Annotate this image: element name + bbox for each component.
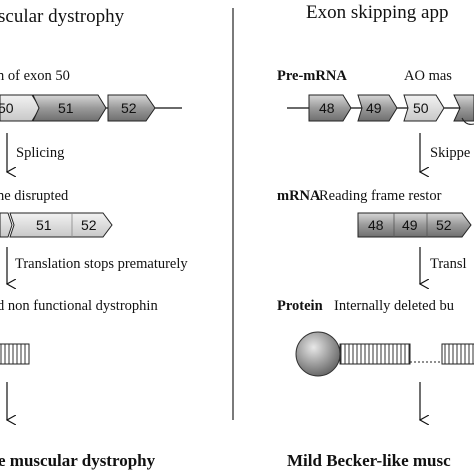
left-premrna-exon-51-label: 51 [58,100,74,116]
right-protein-rod-left [339,343,411,365]
right-protein-note: Internally deleted bu [334,298,454,314]
right-step-translation: Transl [430,256,467,272]
left-mrna-exon-segment [0,212,13,238]
right-premrna-label: Pre-mRNA [277,68,347,84]
right-protein-actin-binding-domain [295,331,341,377]
left-premrna-exon-52 [107,94,156,122]
right-mrna-exon-52-label: 52 [436,217,452,233]
right-outcome: Mild Becker-like musc [287,451,451,470]
left-premrna-exon-52-label: 52 [121,100,137,116]
left-mrna-exon-51-52 [9,212,113,238]
right-premrna-exon-50-label: 50 [413,100,429,116]
right-ao-note: AO mas [404,68,452,84]
left-step-translation: Translation stops prematurely [15,256,188,272]
left-title: scular dystrophy [0,6,125,27]
right-mrna-exon-block [357,212,472,238]
right-step-skipping: Skippe [430,145,470,161]
right-premrna-exon-49-label: 49 [366,100,382,116]
left-step-splicing: Splicing [16,145,64,161]
left-deletion-note: n of exon 50 [0,68,70,84]
left-premrna-exon-51 [32,94,107,122]
left-protein-note: d non functional dystrophin [0,298,158,314]
right-mrna-note: Reading frame restor [319,188,442,204]
right-mrna-exon-48-label: 48 [368,217,384,233]
left-truncated-protein [0,343,30,365]
right-protein-label: Protein [277,298,323,314]
right-premrna-exon-48 [308,94,352,122]
right-premrna-exon-49 [357,94,398,122]
ao-mask-mark [461,117,474,125]
left-premrna-exon-50-label: 50 [0,100,14,116]
right-protein-rod-right [441,343,474,365]
left-outcome: e muscular dystrophy [0,451,156,470]
right-mrna-label: mRNA [277,188,321,204]
left-mrna-exon-52-label: 52 [81,217,97,233]
right-title: Exon skipping app [306,2,449,23]
right-premrna-exon-50 [403,94,445,122]
left-mrna-note: ne disrupted [0,188,69,204]
right-mrna-exon-49-label: 49 [402,217,418,233]
right-premrna-exon-48-label: 48 [319,100,335,116]
left-mrna-exon-51-label: 51 [36,217,52,233]
